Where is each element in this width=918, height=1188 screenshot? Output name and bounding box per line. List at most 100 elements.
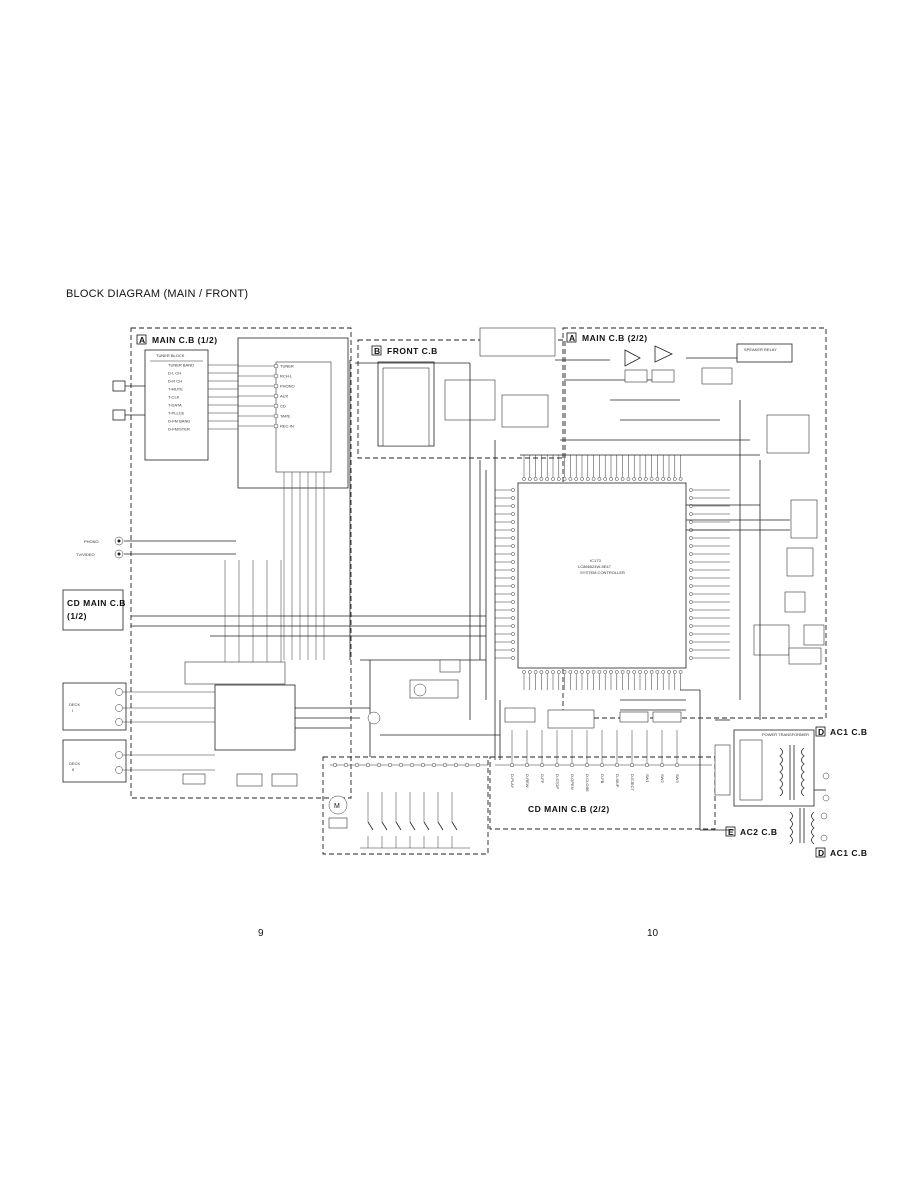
controller-bottom-pin bbox=[655, 670, 660, 674]
svg-text:CD MAIN C.B: CD MAIN C.B bbox=[67, 598, 126, 608]
controller-right-pin bbox=[689, 512, 693, 516]
connector-pin bbox=[464, 762, 470, 768]
svg-text:A: A bbox=[139, 335, 146, 345]
svg-text:A: A bbox=[569, 333, 576, 343]
controller-top-pin bbox=[562, 477, 567, 481]
deck-amp-ic bbox=[182, 661, 298, 787]
connector-pin bbox=[332, 762, 338, 768]
cd2-pin bbox=[674, 762, 680, 768]
controller-bottom-pin bbox=[620, 670, 625, 674]
controller-right-pin bbox=[689, 496, 693, 500]
controller-bottom-pin bbox=[667, 670, 671, 674]
input-selector-ic bbox=[237, 337, 349, 489]
tag-front-cb: B FRONT C.B bbox=[371, 345, 437, 356]
connector-pin bbox=[387, 762, 393, 768]
selector-pin bbox=[273, 363, 279, 369]
controller-top-pin bbox=[533, 477, 538, 481]
controller-left-pin bbox=[511, 528, 515, 532]
controller-top-pin bbox=[620, 477, 625, 481]
tuner-signal-label: T-DATA bbox=[168, 403, 182, 408]
controller-right-pin bbox=[689, 488, 693, 492]
controller-bottom-pin bbox=[545, 670, 550, 674]
switch-contact bbox=[381, 821, 388, 831]
connector-pin bbox=[431, 762, 437, 768]
tag-cd-main-1: CD MAIN C.B (1/2) bbox=[62, 589, 126, 631]
svg-text:D: D bbox=[818, 727, 825, 737]
controller-bottom-pin bbox=[585, 670, 590, 674]
controller-top-pin bbox=[556, 477, 561, 481]
cd2-signal-label: SW3 bbox=[675, 774, 680, 783]
tuner-signal-label: T-MUTE bbox=[168, 387, 183, 392]
controller-top-pin bbox=[614, 477, 619, 481]
controller-top-pin bbox=[632, 477, 637, 481]
cd2-pin bbox=[629, 762, 635, 768]
right-ic-blocks bbox=[753, 499, 825, 665]
controller-bottom-pin bbox=[638, 670, 642, 674]
controller-left-pin bbox=[511, 520, 515, 524]
svg-text:CD MAIN C.B (2/2): CD MAIN C.B (2/2) bbox=[528, 804, 610, 814]
switch-contact bbox=[437, 821, 444, 831]
controller-left-pin bbox=[511, 568, 515, 572]
selector-pin-label: PHONO bbox=[280, 384, 295, 389]
controller-top-pin bbox=[545, 477, 550, 481]
svg-text:(1/2): (1/2) bbox=[67, 611, 87, 621]
page-number-right: 10 bbox=[647, 928, 659, 939]
system-controller-ic: IC173 LC866524W-5E47 SYSTEM CONTROLLER bbox=[517, 482, 687, 669]
svg-text:DECK: DECK bbox=[69, 761, 80, 766]
controller-top-pin bbox=[667, 477, 671, 481]
controller-bottom-pin bbox=[661, 670, 666, 674]
controller-right-pin bbox=[689, 648, 693, 652]
svg-text:DECK: DECK bbox=[69, 702, 80, 707]
deck-1: DECK I bbox=[62, 682, 127, 731]
speaker-relay-block: SPEAKER RELAY bbox=[701, 343, 810, 454]
cd2-pin bbox=[524, 762, 530, 768]
tag-ac1-bottom: D AC1 C.B bbox=[815, 847, 867, 858]
controller-top-pin bbox=[649, 477, 654, 481]
controller-top-pin bbox=[539, 477, 544, 481]
cd2-signal-label: D-PLAY bbox=[510, 774, 515, 788]
controller-top-pin bbox=[527, 477, 532, 481]
controller-right-pin bbox=[689, 608, 693, 612]
controller-right-pin bbox=[689, 624, 693, 628]
phono-jack: PHONO bbox=[84, 536, 236, 546]
controller-left-pin bbox=[511, 560, 515, 564]
svg-text:M: M bbox=[334, 803, 340, 810]
selector-pin bbox=[273, 373, 279, 379]
controller-bottom-pin bbox=[580, 670, 584, 674]
controller-right-pin bbox=[689, 584, 693, 588]
connector-pin bbox=[365, 762, 371, 768]
controller-top-pin bbox=[585, 477, 590, 481]
deck-signal-lines bbox=[123, 560, 282, 771]
svg-text:SYSTEM CONTROLLER: SYSTEM CONTROLLER bbox=[580, 570, 625, 575]
main-cb-2-frame bbox=[562, 327, 827, 719]
controller-bottom-pin bbox=[678, 670, 683, 674]
svg-text:D: D bbox=[818, 848, 825, 858]
transistor bbox=[367, 683, 427, 725]
cd2-signal-label: D-EJECT bbox=[630, 774, 635, 791]
svg-text:AC2 C.B: AC2 C.B bbox=[740, 827, 778, 837]
cd2-pin bbox=[599, 762, 605, 768]
connector-pin bbox=[442, 762, 448, 768]
switch-contact bbox=[409, 821, 416, 831]
selector-pin-label: CD bbox=[280, 404, 286, 409]
controller-left-pin bbox=[511, 608, 515, 612]
tag-main-cb-2: A MAIN C.B (2/2) bbox=[566, 332, 647, 343]
controller-left-pin bbox=[511, 544, 515, 548]
selector-pin-label: AUX bbox=[280, 394, 289, 399]
controller-left-pin bbox=[511, 552, 515, 556]
controller-right-pin bbox=[689, 640, 693, 644]
cd2-signal-label: D-OPEN bbox=[570, 774, 575, 790]
selector-pin-label: TAPE bbox=[280, 414, 290, 419]
controller-right-pin bbox=[689, 656, 693, 660]
controller-bottom-pin bbox=[609, 670, 613, 674]
svg-text:LC866524W-5E47: LC866524W-5E47 bbox=[578, 564, 612, 569]
front-cb-frame bbox=[357, 339, 566, 459]
system-controller-pins bbox=[495, 455, 730, 690]
tuner-signal-label: D-FM/STER bbox=[168, 427, 190, 432]
tag-ac2: E AC2 C.B bbox=[725, 826, 778, 837]
controller-top-pin bbox=[661, 477, 666, 481]
svg-text:AC1 C.B: AC1 C.B bbox=[830, 727, 868, 737]
power-amp bbox=[624, 345, 675, 383]
controller-right-pin bbox=[689, 552, 693, 556]
